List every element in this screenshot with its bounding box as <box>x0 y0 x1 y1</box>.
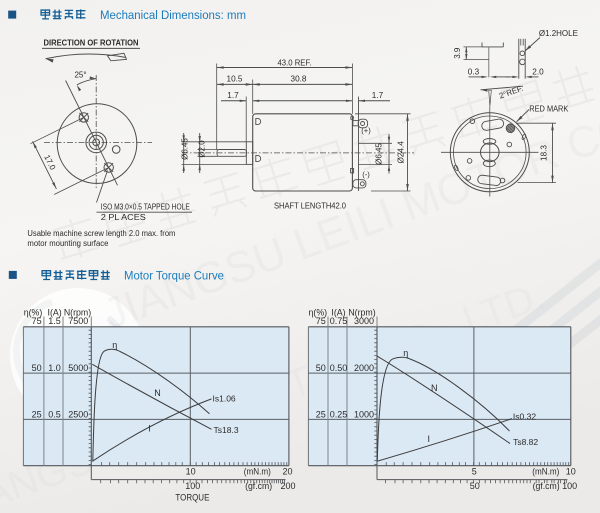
svg-text:100: 100 <box>562 481 577 491</box>
svg-text:0.3: 0.3 <box>468 68 480 77</box>
svg-text:10: 10 <box>186 466 196 476</box>
svg-text:43.0 REF.: 43.0 REF. <box>278 59 312 68</box>
svg-text:25°: 25° <box>74 71 86 80</box>
svg-text:Ø6.45: Ø6.45 <box>375 143 384 165</box>
svg-text:N(rpm): N(rpm) <box>348 307 375 317</box>
svg-text:1000: 1000 <box>354 409 374 419</box>
svg-text:SHAFT LENGTH42.0: SHAFT LENGTH42.0 <box>274 201 346 210</box>
svg-text:50: 50 <box>470 481 480 491</box>
svg-text:η: η <box>112 340 117 350</box>
svg-text:50: 50 <box>316 363 326 373</box>
svg-text:I: I <box>428 434 431 444</box>
svg-text:3000: 3000 <box>354 316 374 326</box>
svg-text:N: N <box>154 388 161 398</box>
svg-text:100: 100 <box>185 481 200 491</box>
svg-text:Motor Torque Curve: Motor Torque Curve <box>124 269 224 283</box>
svg-text:50: 50 <box>32 363 42 373</box>
svg-text:Ts8.82: Ts8.82 <box>513 437 538 447</box>
svg-text:75: 75 <box>32 316 42 326</box>
svg-text:RED MARK: RED MARK <box>529 105 568 114</box>
svg-text:2000: 2000 <box>354 363 374 373</box>
svg-text:0.5: 0.5 <box>48 409 61 419</box>
svg-text:0.50: 0.50 <box>330 363 348 373</box>
svg-text:25: 25 <box>316 409 326 419</box>
svg-text:I: I <box>148 424 151 434</box>
svg-text:7500: 7500 <box>68 316 88 326</box>
svg-text:Ø24.4: Ø24.4 <box>396 141 405 164</box>
svg-text:(mN.m): (mN.m) <box>532 467 559 477</box>
svg-text:ISO M3.0×0.5 TAPPED HOLE: ISO M3.0×0.5 TAPPED HOLE <box>101 202 190 211</box>
svg-text:1.7: 1.7 <box>372 91 384 100</box>
svg-text:200: 200 <box>280 481 295 491</box>
svg-text:η(%): η(%) <box>309 307 328 317</box>
svg-text:3.9: 3.9 <box>453 47 462 59</box>
svg-text:Mechanical Dimensions: mm: Mechanical Dimensions: mm <box>100 8 246 22</box>
svg-text:Ø6.45: Ø6.45 <box>180 138 189 160</box>
svg-text:0.75: 0.75 <box>330 316 348 326</box>
svg-text:N: N <box>431 383 438 393</box>
svg-text:2.0: 2.0 <box>532 68 544 77</box>
svg-text:30.8: 30.8 <box>291 74 307 83</box>
svg-text:DIRECTION OF ROTATION: DIRECTION OF ROTATION <box>44 39 139 48</box>
svg-text:75: 75 <box>316 316 326 326</box>
svg-text:Ø2.0: Ø2.0 <box>198 140 207 158</box>
svg-text:1.5: 1.5 <box>48 316 61 326</box>
svg-text:I(A): I(A) <box>48 307 62 317</box>
svg-text:5000: 5000 <box>68 363 88 373</box>
svg-text:N(rpm): N(rpm) <box>64 307 91 317</box>
svg-text:TORQUE: TORQUE <box>175 492 209 503</box>
svg-text:18.3: 18.3 <box>540 145 549 161</box>
svg-text:Ø1.2HOLE: Ø1.2HOLE <box>539 28 578 38</box>
svg-text:1.7: 1.7 <box>227 91 239 100</box>
svg-text:Ts18.3: Ts18.3 <box>214 425 239 435</box>
svg-text:(mN.m): (mN.m) <box>244 466 271 476</box>
svg-text:(-): (-) <box>362 170 370 179</box>
svg-text:(+): (+) <box>361 126 371 135</box>
svg-text:Usable machine screw length 2.: Usable machine screw length 2.0 max. fro… <box>27 229 175 238</box>
svg-text:Is1.06: Is1.06 <box>213 393 236 403</box>
svg-text:(gf.cm): (gf.cm) <box>533 481 560 491</box>
svg-text:20: 20 <box>282 466 292 476</box>
svg-text:1.0: 1.0 <box>48 363 61 373</box>
svg-text:η(%): η(%) <box>24 307 43 317</box>
svg-text:10.5: 10.5 <box>227 74 243 83</box>
svg-text:(gf.cm): (gf.cm) <box>245 481 272 491</box>
svg-text:motor mounting surface: motor mounting surface <box>27 239 109 248</box>
svg-text:2500: 2500 <box>68 409 88 419</box>
svg-text:Is0.32: Is0.32 <box>513 412 536 422</box>
svg-text:5: 5 <box>472 467 477 477</box>
svg-text:0.25: 0.25 <box>330 409 348 419</box>
svg-text:2 PL ACES: 2 PL ACES <box>101 213 146 222</box>
svg-text:10: 10 <box>566 467 576 477</box>
svg-text:25: 25 <box>32 409 42 419</box>
svg-text:η: η <box>403 348 408 358</box>
svg-text:I(A): I(A) <box>331 307 345 317</box>
